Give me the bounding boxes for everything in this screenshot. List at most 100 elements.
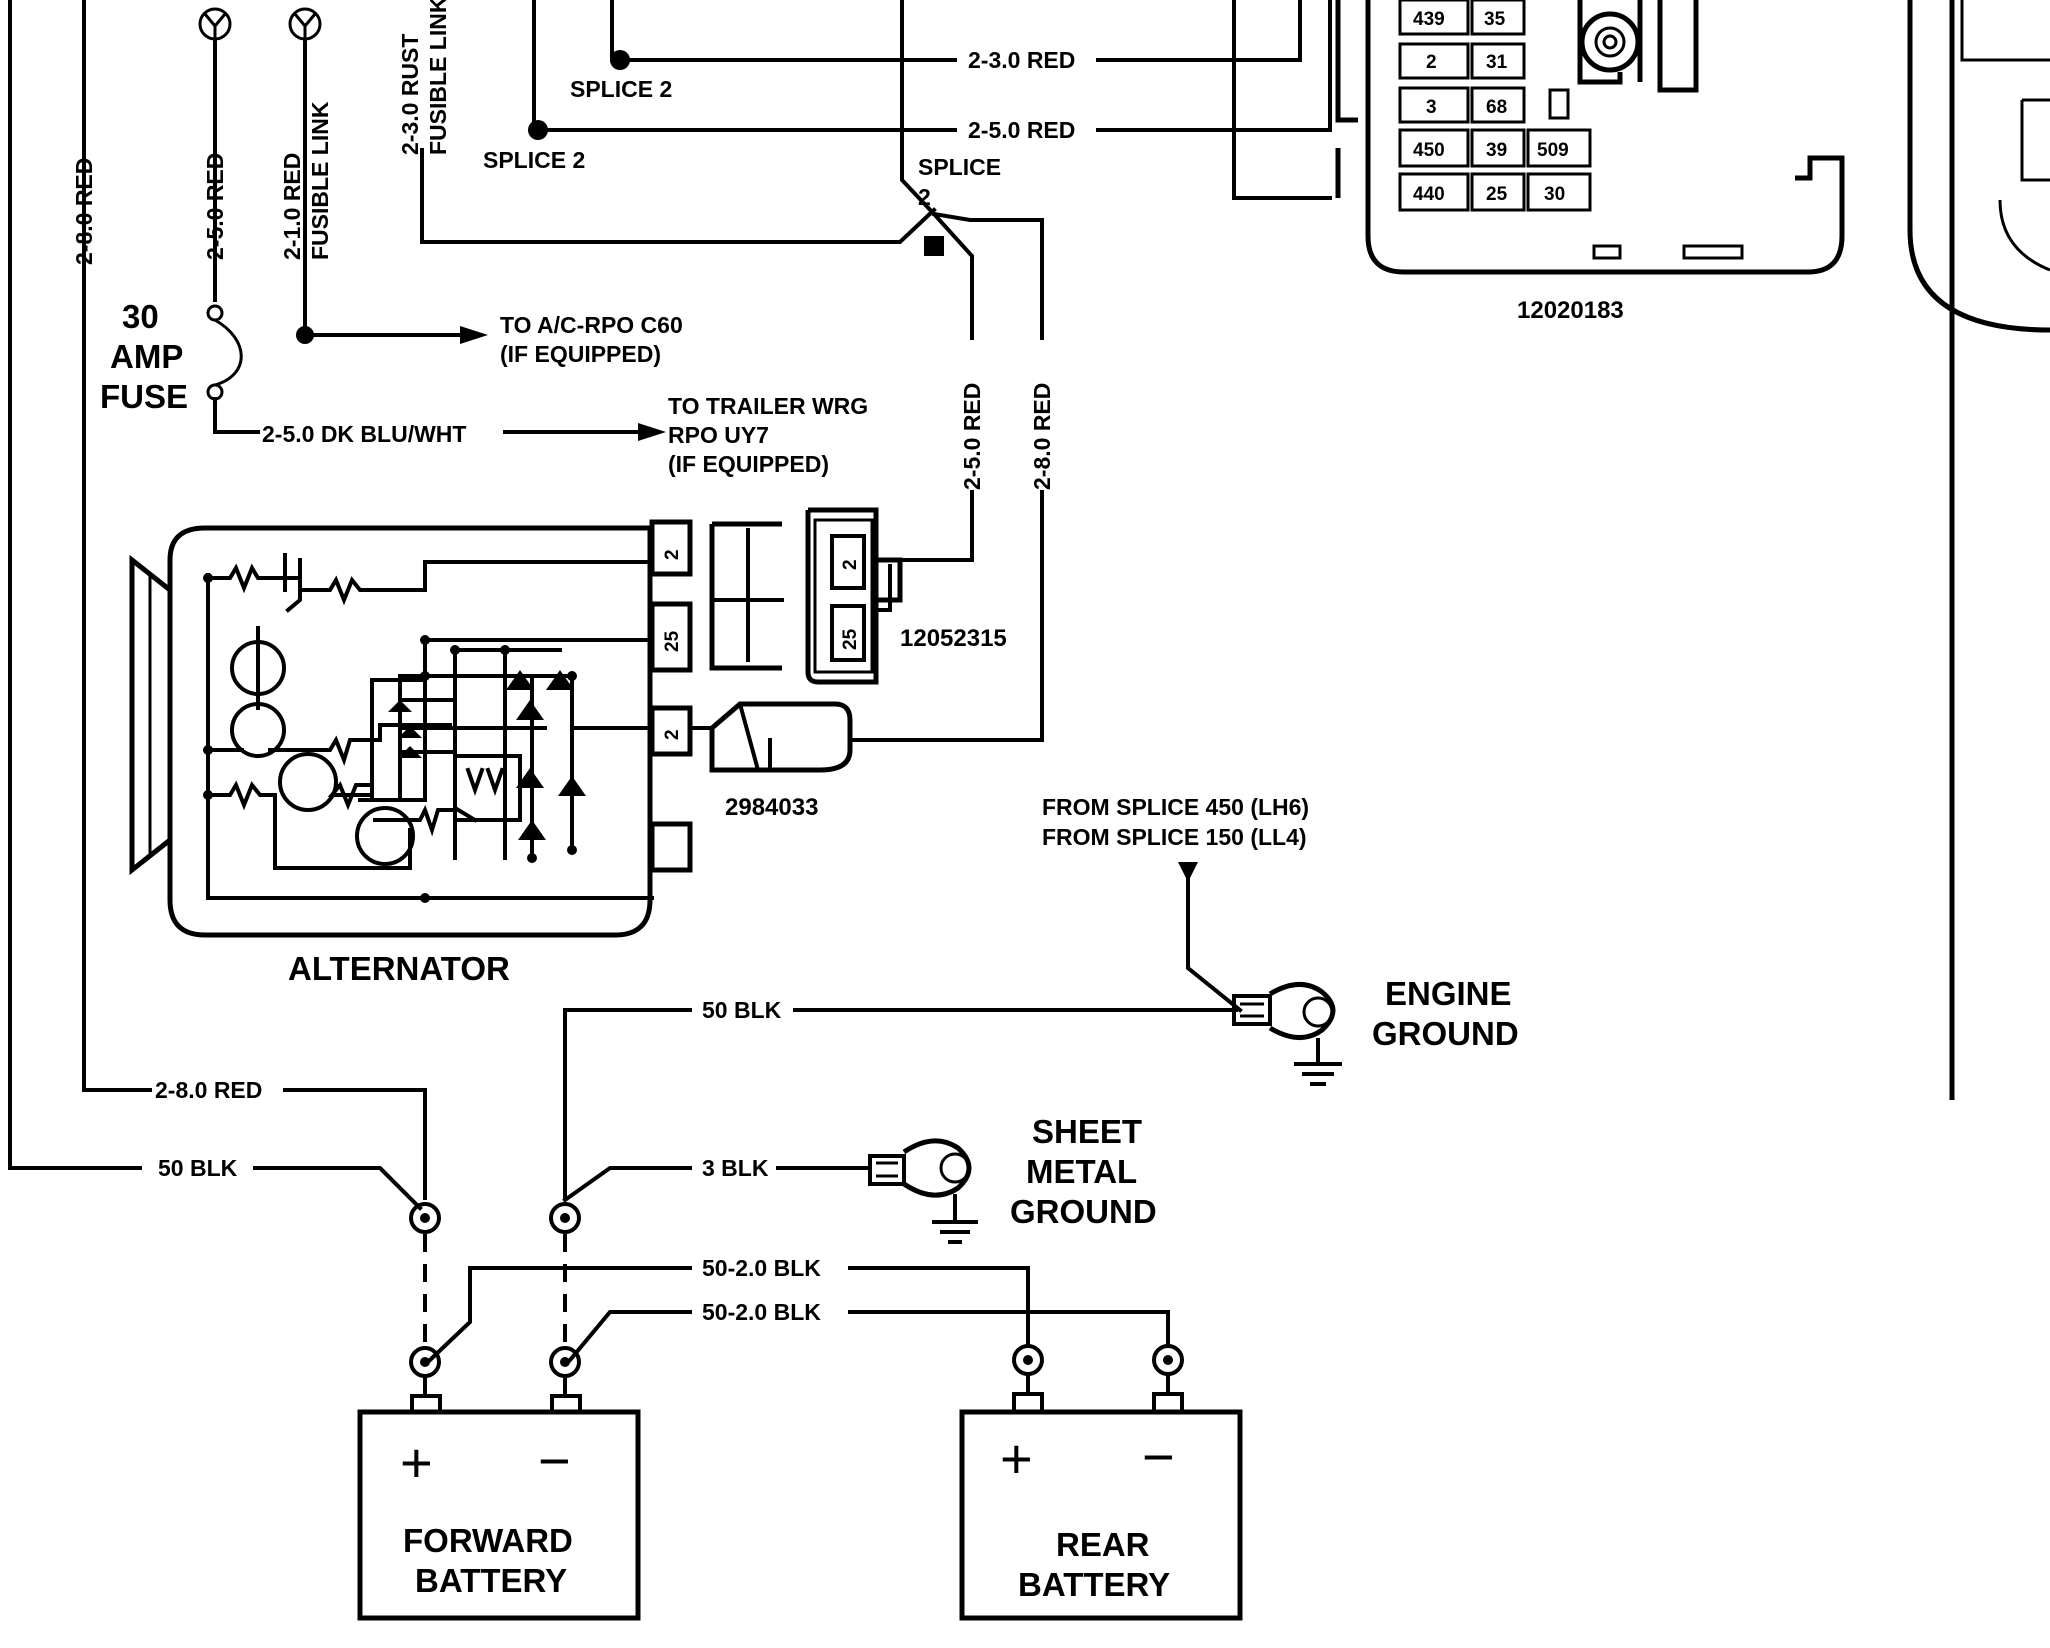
fuse-cell: 25 bbox=[1486, 184, 1508, 205]
connector-y-icon-2 bbox=[288, 7, 322, 41]
ring-terminal-icon bbox=[1232, 982, 1336, 1040]
wire-label-2-8-red-vert: 2-8.0 RED bbox=[1029, 383, 1055, 490]
alternator: 2 25 2 bbox=[129, 519, 693, 987]
battery-post-ring bbox=[1152, 1344, 1184, 1376]
to-trailer-label-3: (IF EQUIPPED) bbox=[668, 451, 829, 477]
connector-y-icon-1 bbox=[198, 7, 232, 41]
connector-2984033: 2984033 bbox=[688, 701, 853, 821]
fuse-cell: 439 bbox=[1413, 9, 1445, 30]
fuse-cell: 2 bbox=[1426, 52, 1437, 73]
fuse-cell: 39 bbox=[1486, 140, 1507, 161]
rear-battery-label-1: REAR bbox=[1056, 1526, 1150, 1563]
alt-pin-25: 25 bbox=[662, 630, 683, 652]
splice-2-wires: 2-3.0 RUST FUSIBLE LINK 2-3.0 RED SPLICE… bbox=[397, 0, 1332, 742]
alt-terminal-2a bbox=[649, 519, 693, 577]
fuse-label-fuse: FUSE bbox=[100, 378, 188, 415]
wire-label-50-blk-engine: 50 BLK bbox=[702, 997, 782, 1023]
fuse-cell: 35 bbox=[1484, 9, 1506, 30]
fuse-label-amp: AMP bbox=[110, 338, 183, 375]
arrow-icon bbox=[460, 326, 488, 344]
from-splice-label-2: FROM SPLICE 150 (LL4) bbox=[1042, 824, 1307, 850]
fuse-cell: 31 bbox=[1486, 52, 1508, 73]
alt-terminal-2b bbox=[649, 705, 693, 757]
conn-pin-2: 2 bbox=[840, 559, 861, 570]
alt-terminal-25 bbox=[649, 601, 693, 673]
fusebox-part-number: 12020183 bbox=[1517, 297, 1624, 324]
splice-2-label-a: SPLICE 2 bbox=[570, 76, 672, 102]
fuse-cell: 68 bbox=[1486, 97, 1507, 118]
fusebox-stud-icon bbox=[1577, 0, 1699, 93]
battery-post-ring bbox=[549, 1346, 581, 1378]
engine-ground-label-2: GROUND bbox=[1372, 1015, 1519, 1052]
splice-2-label-b: SPLICE 2 bbox=[483, 147, 585, 173]
arrow-icon bbox=[638, 423, 666, 441]
to-ac-label-2: (IF EQUIPPED) bbox=[500, 341, 661, 367]
rear-battery: + − REAR BATTERY bbox=[959, 1392, 1243, 1621]
connector-12052315: 2 25 12052315 bbox=[709, 507, 1007, 685]
battery-terminal-ring bbox=[549, 1202, 581, 1234]
fuse-cell: 509 bbox=[1537, 140, 1569, 161]
fwd-battery-label-2: BATTERY bbox=[415, 1562, 567, 1599]
splice-2-label-c-1: SPLICE bbox=[918, 154, 1001, 180]
left-outer-wires: 2-8.0 RED bbox=[8, 0, 152, 1170]
fuse-cell: 3 bbox=[1426, 97, 1437, 118]
wire-label-50-2-blk-b: 50-2.0 BLK bbox=[702, 1299, 821, 1325]
battery-wiring: 2-8.0 RED 50 BLK 3 BLK SHEET METAL GROUN… bbox=[155, 1008, 1184, 1398]
rear-battery-minus: − bbox=[1142, 1425, 1175, 1488]
alt-pin-2a: 2 bbox=[662, 549, 683, 560]
wire-label-2-5-red: 2-5.0 RED bbox=[968, 117, 1075, 143]
fuse-cell: 440 bbox=[1413, 184, 1445, 205]
engine-ground: FROM SPLICE 450 (LH6) FROM SPLICE 150 (L… bbox=[563, 794, 1519, 1086]
wire-label-3-blk: 3 BLK bbox=[702, 1155, 769, 1181]
forward-battery: + − FORWARD BATTERY bbox=[357, 1394, 641, 1621]
wire-label-dk-blu-wht: 2-5.0 DK BLU/WHT bbox=[262, 421, 466, 447]
ground-icon bbox=[1294, 1038, 1342, 1086]
fuse-cells: 439 35 2 31 3 68 450 39 509 440 25 30 bbox=[1398, 0, 1592, 212]
ground-icon bbox=[932, 1194, 978, 1244]
sheet-ground-ring-icon bbox=[868, 1138, 972, 1198]
wire-label-2-8-red-bottom: 2-8.0 RED bbox=[155, 1077, 262, 1103]
splice-2-junction bbox=[924, 236, 944, 256]
wire-label-fusible-link: FUSIBLE LINK bbox=[307, 101, 333, 260]
wire-label-2-5-red-vert: 2-5.0 RED bbox=[959, 383, 985, 490]
splice-2-label-c-2: 2 bbox=[918, 184, 931, 210]
diodes-icon bbox=[388, 670, 586, 840]
sheet-ground-label-1: SHEET bbox=[1032, 1113, 1142, 1150]
fuse-section: 2-5.0 RED 2-1.0 RED FUSIBLE LINK 30 AMP … bbox=[100, 7, 868, 477]
fuse-label-30: 30 bbox=[122, 298, 159, 335]
rear-battery-label-2: BATTERY bbox=[1018, 1566, 1170, 1603]
connector-12052315-label: 12052315 bbox=[900, 625, 1007, 652]
conn-pin-25: 25 bbox=[840, 628, 861, 650]
wire-label-2-1-red: 2-1.0 RED bbox=[279, 153, 305, 260]
battery-post-ring bbox=[1012, 1344, 1044, 1376]
from-splice-label-1: FROM SPLICE 450 (LH6) bbox=[1042, 794, 1309, 820]
fuse-cell: 450 bbox=[1413, 140, 1445, 161]
battery-post-ring bbox=[409, 1346, 441, 1378]
wire-label-rust-fl-2: FUSIBLE LINK bbox=[425, 0, 451, 155]
to-trailer-label-2: RPO UY7 bbox=[668, 422, 769, 448]
wire-label-rust-fl-1: 2-3.0 RUST bbox=[397, 34, 423, 155]
fwd-battery-label-1: FORWARD bbox=[403, 1522, 573, 1559]
to-ac-label-1: TO A/C-RPO C60 bbox=[500, 312, 683, 338]
fuse-cell: 30 bbox=[1544, 184, 1565, 205]
sheet-ground-label-3: GROUND bbox=[1010, 1193, 1157, 1230]
fwd-battery-minus: − bbox=[538, 1429, 571, 1492]
alt-pin-2b: 2 bbox=[662, 729, 683, 740]
alternator-label: ALTERNATOR bbox=[288, 950, 510, 987]
fuse-block: 439 35 2 31 3 68 450 39 509 440 25 30 12… bbox=[1232, 0, 1845, 324]
wire-label-50-blk-bottom: 50 BLK bbox=[158, 1155, 238, 1181]
wire-label-2-5-red-fuse: 2-5.0 RED bbox=[202, 153, 228, 260]
battery-terminal-ring bbox=[409, 1202, 441, 1234]
fuse-30-amp-icon bbox=[206, 304, 243, 401]
wire-label-2-8-red-left: 2-8.0 RED bbox=[71, 158, 97, 265]
sheet-ground-label-2: METAL bbox=[1026, 1153, 1137, 1190]
engine-ground-label-1: ENGINE bbox=[1385, 975, 1512, 1012]
rear-battery-plus: + bbox=[1000, 1427, 1033, 1490]
right-fragment bbox=[1907, 0, 2050, 1100]
wire-label-2-3-red: 2-3.0 RED bbox=[968, 47, 1075, 73]
to-trailer-label-1: TO TRAILER WRG bbox=[668, 393, 868, 419]
fwd-battery-plus: + bbox=[400, 1431, 433, 1494]
connector-2984033-label: 2984033 bbox=[725, 794, 818, 821]
wire-label-50-2-blk-a: 50-2.0 BLK bbox=[702, 1255, 821, 1281]
